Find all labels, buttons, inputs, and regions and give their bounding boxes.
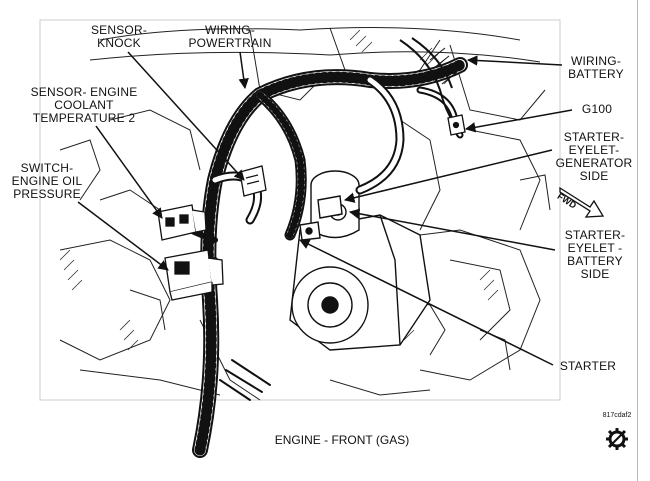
- label-sensor-engine-coolant-temperature: SENSOR- ENGINE COOLANT TEMPERATURE 2: [30, 85, 138, 125]
- g100-ground-eyelet: [447, 114, 466, 136]
- gear-service-icon: [606, 428, 628, 450]
- label-starter-eyelet-generator-side: STARTER- EYELET- GENERATOR SIDE: [555, 130, 633, 183]
- battery-cable: [399, 37, 458, 126]
- label-starter: STARTER: [559, 359, 617, 373]
- leader-arrows: [77, 51, 573, 366]
- starter-eyelets: [299, 195, 343, 241]
- label-wiring-battery: WIRING- BATTERY: [568, 54, 624, 81]
- frame-border-right: [637, 0, 638, 481]
- fwd-arrow-icon: [559, 186, 605, 218]
- knock-sensor-connector: [239, 165, 267, 197]
- ect-sensor-connector: [157, 204, 207, 241]
- label-wiring-powertrain: WIRING- POWERTRAIN: [188, 23, 272, 50]
- engine-block-outline: [39, 19, 561, 401]
- label-sensor-knock: SENSOR- KNOCK: [90, 23, 148, 50]
- oil-pressure-connector: [164, 249, 224, 301]
- label-switch-engine-oil-pressure: SWITCH- ENGINE OIL PRESSURE: [11, 161, 83, 201]
- label-g100: G100: [581, 102, 613, 116]
- starter-motor: [289, 214, 431, 351]
- label-starter-eyelet-battery-side: STARTER- EYELET - BATTERY SIDE: [564, 228, 626, 281]
- diagram-caption: ENGINE - FRONT (GAS): [274, 433, 410, 447]
- figure-code: 817cdaf2: [602, 412, 632, 419]
